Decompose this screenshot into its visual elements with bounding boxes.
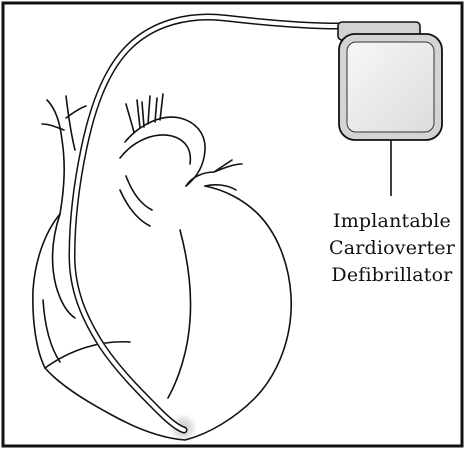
- device-label-line-2: Cardioverter: [312, 235, 472, 262]
- lead-wire: [72, 17, 338, 430]
- device-face: [347, 42, 434, 132]
- device-label-line-1: Implantable: [312, 208, 472, 235]
- icd-device: [338, 22, 442, 140]
- device-label-line-3: Defibrillator: [312, 262, 472, 289]
- device-label: Implantable Cardioverter Defibrillator: [312, 208, 472, 289]
